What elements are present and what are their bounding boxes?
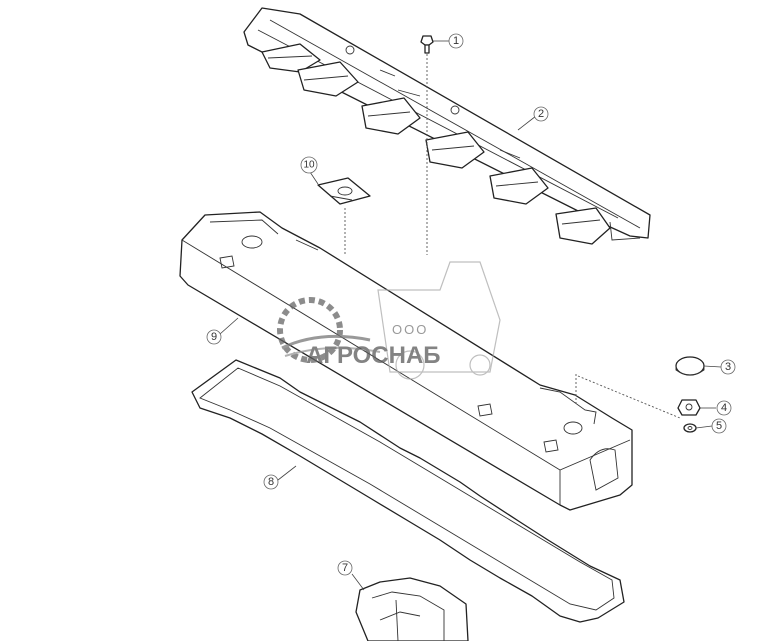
bolt-part-1 [420,35,434,54]
bracket-part-7 [355,577,469,641]
svg-text:7: 7 [342,562,348,574]
callout-7: 7 [337,560,353,576]
svg-text:10: 10 [303,160,315,171]
valve-cover-part-9 [179,211,633,511]
nut-part-4 [677,399,701,416]
watermark-company-name: АГРОСНАБ [306,342,441,369]
svg-text:9: 9 [211,331,217,343]
callout-5: 5 [711,418,727,434]
washer-part-5 [683,423,697,433]
svg-text:2: 2 [538,108,544,120]
harness-cover-part-2 [243,7,651,245]
callout-10: 10 [300,156,318,174]
callout-2: 2 [533,106,549,122]
svg-text:3: 3 [725,361,731,373]
watermark-prefix: ООО [392,322,428,337]
svg-text:4: 4 [721,402,727,414]
svg-text:5: 5 [716,420,722,432]
callout-8: 8 [263,474,279,490]
svg-text:8: 8 [268,476,274,488]
gasket-part-8 [191,359,625,623]
callout-4: 4 [716,400,732,416]
callout-1: 1 [448,33,464,49]
cap-part-3 [675,356,705,376]
watermark-logo: ООО АГРОСНАБ [277,261,501,380]
svg-text:1: 1 [453,35,459,47]
label-decal-part-10 [317,177,371,205]
callout-3: 3 [720,359,736,375]
callout-9: 9 [206,329,222,345]
